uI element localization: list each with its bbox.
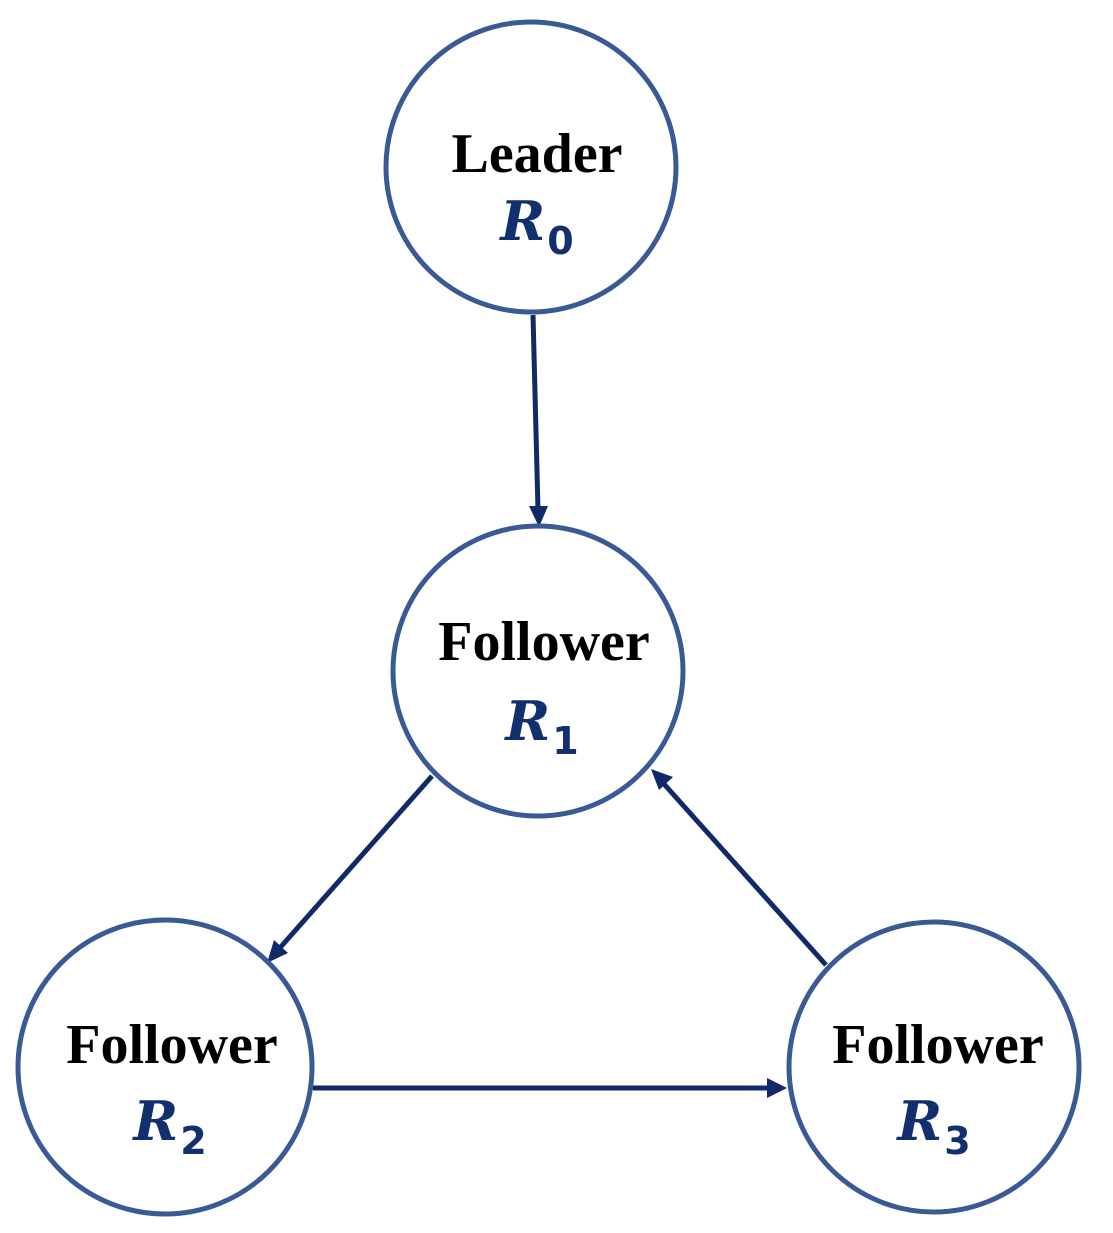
edge-r2-r3 xyxy=(313,1078,787,1098)
arrowhead-r3-r1 xyxy=(651,769,673,790)
node-r1: Follower R1 xyxy=(390,523,686,819)
edge-r1-r2 xyxy=(267,774,434,963)
node-r3-symbol: R xyxy=(895,1089,942,1153)
node-r2-circle xyxy=(15,917,315,1217)
node-r3: Follower R3 xyxy=(786,919,1082,1215)
node-r2-subscript: 2 xyxy=(180,1119,206,1163)
edges xyxy=(267,314,828,1098)
edge-r3-r1 xyxy=(651,769,828,967)
node-r3-label: R3 xyxy=(895,1089,970,1163)
node-r3-role: Follower xyxy=(832,1014,1043,1076)
node-r2: Follower R2 xyxy=(15,917,315,1217)
node-r2-role: Follower xyxy=(66,1014,277,1076)
arrowhead-r1-r2 xyxy=(267,940,288,963)
node-r1-subscript: 1 xyxy=(552,719,578,763)
node-r1-circle xyxy=(390,523,686,819)
node-r2-symbol: R xyxy=(131,1089,178,1153)
node-r3-subscript: 3 xyxy=(944,1119,970,1163)
node-r3-circle xyxy=(786,919,1082,1215)
node-r1-role: Follower xyxy=(438,611,649,673)
node-r1-label: R1 xyxy=(503,689,578,763)
node-r1-symbol: R xyxy=(503,689,550,753)
node-r0-subscript: 0 xyxy=(547,219,573,263)
node-r0-symbol: R xyxy=(498,189,545,253)
node-r0-circle xyxy=(383,19,679,315)
node-r0-label: R0 xyxy=(498,189,573,263)
node-r2-label: R2 xyxy=(131,1089,206,1163)
node-r0-role: Leader xyxy=(451,123,622,185)
arrowhead-r0-r1 xyxy=(529,506,548,527)
edge-r0-r1 xyxy=(529,314,548,527)
node-r0: Leader R0 xyxy=(383,19,679,315)
arrowhead-r2-r3 xyxy=(767,1078,787,1098)
